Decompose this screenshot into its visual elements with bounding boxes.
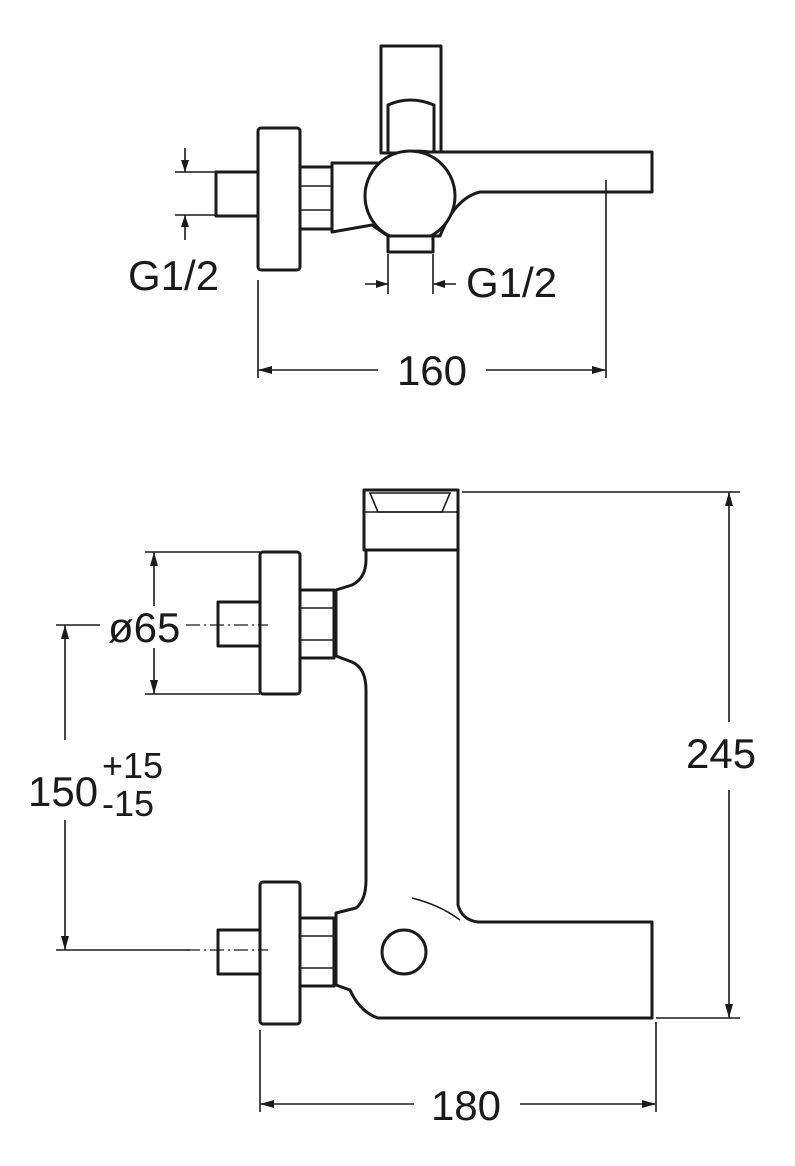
dim-180-label: 180: [431, 1082, 501, 1129]
dim-150-plus-label: +15: [102, 745, 163, 786]
dim-160-arrow-left: [258, 366, 272, 374]
top-view: G1/2 G1/2 160: [128, 44, 654, 394]
dim-160-label: 160: [397, 347, 467, 394]
top-flange: [256, 126, 302, 272]
thread-left-arrow-bottom: [181, 215, 189, 227]
dim-65-arrow-top: [150, 552, 158, 566]
dim-245-arrow-bottom: [725, 1004, 733, 1018]
dim-245-arrow-top: [725, 492, 733, 506]
front-lower-flange: [258, 880, 302, 1026]
dim-150-arrow-top: [61, 625, 69, 639]
dim-160-arrow-right: [592, 366, 606, 374]
front-diverter-box: [362, 488, 460, 552]
front-upper-pipe: [216, 600, 262, 648]
thread-right-arrow-right: [433, 280, 445, 288]
dim-65-arrow-bottom: [150, 680, 158, 694]
dim-150-label: 150: [28, 768, 98, 815]
dim-245-label: 245: [686, 730, 756, 777]
front-upper-nut: [298, 588, 336, 660]
top-mixer-hub: [363, 149, 457, 243]
front-lower-nut: [298, 916, 336, 988]
top-diverter-stem: [386, 98, 436, 155]
top-outlet-stub: [386, 234, 435, 254]
dim-180-arrow-left: [260, 1100, 274, 1108]
thread-left-arrow-top: [181, 160, 189, 172]
front-upper-flange: [258, 550, 302, 696]
front-knob-circle: [380, 928, 428, 976]
front-view: ø65 150 +15 -15 245 180: [28, 488, 756, 1129]
top-nut: [298, 165, 334, 231]
dim-150-minus-label: -15: [102, 783, 154, 824]
dim-150-arrow-bottom: [61, 936, 69, 950]
front-body: [334, 548, 654, 1020]
front-lower-pipe: [216, 928, 262, 976]
dim-65-label: ø65: [108, 604, 180, 651]
thread-right-arrow-left: [376, 280, 388, 288]
thread-right-label: G1/2: [466, 259, 557, 306]
dim-180-arrow-right: [642, 1100, 656, 1108]
thread-left-label: G1/2: [128, 252, 219, 299]
top-inlet-pipe: [214, 170, 260, 218]
front-body-curve: [411, 897, 461, 921]
